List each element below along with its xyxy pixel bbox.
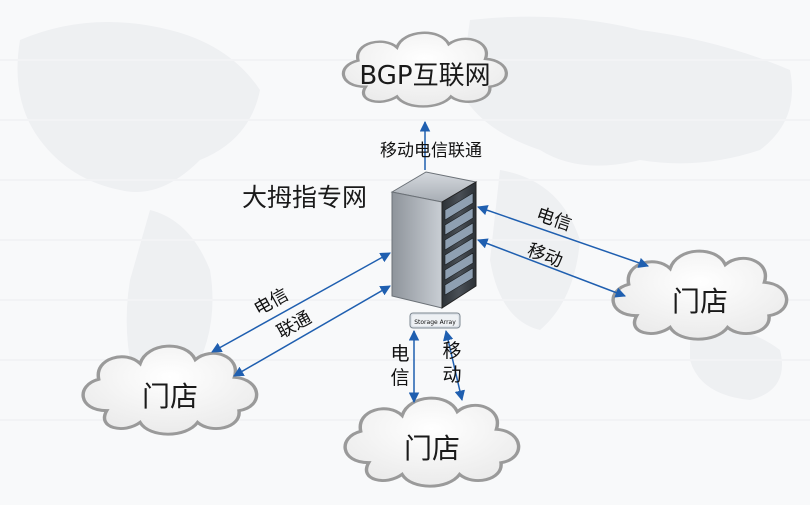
bottom-link-right-char-1: 移 — [442, 340, 461, 362]
storage-array-icon — [409, 312, 461, 329]
storage-array-label: Storage Array — [414, 319, 456, 326]
store-bottom-label: 门店 — [404, 432, 460, 465]
link-hub-left-bottom — [233, 285, 391, 377]
store-left-label: 门店 — [142, 380, 198, 413]
hub-label: 大拇指专网 — [242, 183, 367, 212]
links — [211, 120, 649, 404]
internet-link-label: 移动电信联通 — [380, 141, 482, 161]
bottom-link-left-char-1: 电 — [390, 343, 409, 365]
internet-label: BGP互联网 — [359, 61, 490, 91]
store-right-label: 门店 — [672, 285, 728, 318]
link-storage-bottom-right — [443, 329, 465, 402]
link-hub-right-bottom — [477, 238, 626, 298]
bottom-link-right-char-2: 动 — [442, 364, 461, 386]
server-rack-icon — [390, 171, 478, 309]
bottom-link-left-char-2: 信 — [390, 367, 409, 389]
